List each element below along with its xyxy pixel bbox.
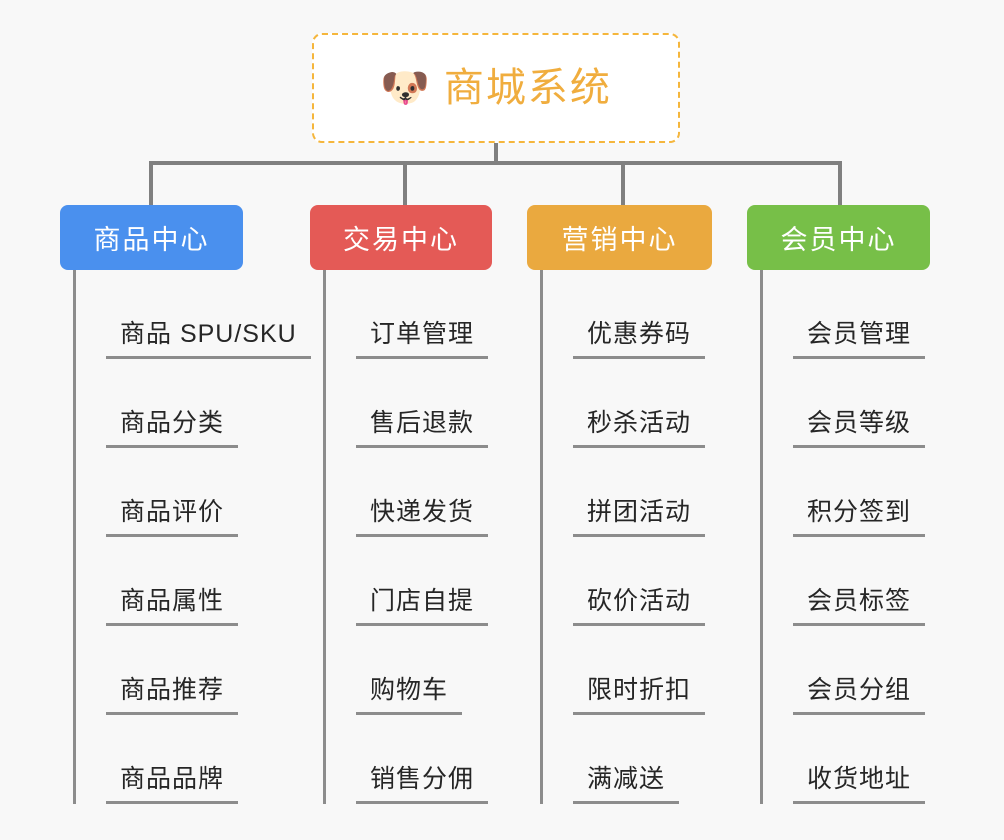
list-item[interactable]: 限时折扣 [543, 626, 712, 715]
list-item[interactable]: 商品属性 [76, 537, 243, 626]
list-item[interactable]: 秒杀活动 [543, 359, 712, 448]
leaf-label: 会员标签 [793, 587, 926, 626]
root-node[interactable]: 🐶 商城系统 [312, 33, 680, 143]
leaf-label: 订单管理 [356, 320, 489, 359]
list-item[interactable]: 售后退款 [326, 359, 492, 448]
list-item[interactable]: 满减送 [543, 715, 712, 804]
shiba-dog-face-icon: 🐶 [380, 66, 430, 110]
branch-header-label: 商品中心 [93, 225, 210, 255]
connector-root-stem [494, 143, 498, 165]
list-item[interactable]: 积分签到 [763, 448, 930, 537]
leaf-label: 商品品牌 [106, 765, 239, 804]
leaf-label: 拼团活动 [573, 498, 706, 537]
connector-horizontal-bus [149, 161, 842, 165]
list-item[interactable]: 拼团活动 [543, 448, 712, 537]
branch-body-product: 商品 SPU/SKU 商品分类 商品评价 商品属性 商品推荐 商品品牌 [73, 270, 311, 804]
branch-column-trade: 交易中心 订单管理 售后退款 快递发货 门店自提 购物车 销售分佣 [310, 205, 492, 804]
branch-header-label: 交易中心 [343, 225, 459, 255]
connector-drop-1 [149, 161, 153, 205]
list-item[interactable]: 销售分佣 [326, 715, 492, 804]
list-item[interactable]: 收货地址 [763, 715, 930, 804]
leaf-label: 会员分组 [793, 676, 926, 715]
branch-column-product: 商品中心 商品 SPU/SKU 商品分类 商品评价 商品属性 商品推荐 商品品牌 [60, 205, 311, 804]
leaf-label: 快递发货 [356, 498, 489, 537]
list-item[interactable]: 会员管理 [763, 270, 930, 359]
leaf-label: 会员管理 [793, 320, 926, 359]
branch-body-trade: 订单管理 售后退款 快递发货 门店自提 购物车 销售分佣 [323, 270, 492, 804]
leaf-label: 商品 SPU/SKU [106, 320, 311, 359]
list-item[interactable]: 订单管理 [326, 270, 492, 359]
leaf-label: 收货地址 [793, 765, 926, 804]
leaf-label: 购物车 [356, 676, 463, 715]
branch-column-member: 会员中心 会员管理 会员等级 积分签到 会员标签 会员分组 收货地址 [747, 205, 930, 804]
leaf-label: 限时折扣 [573, 676, 706, 715]
branch-header-label: 会员中心 [780, 225, 897, 255]
list-item[interactable]: 商品评价 [76, 448, 243, 537]
connector-drop-3 [621, 161, 625, 205]
leaf-label: 商品分类 [106, 409, 239, 448]
branch-header-marketing[interactable]: 营销中心 [527, 205, 712, 270]
branch-header-label: 营销中心 [561, 225, 678, 255]
root-title: 商城系统 [443, 66, 612, 110]
list-item[interactable]: 商品推荐 [76, 626, 243, 715]
leaf-label: 商品推荐 [106, 676, 239, 715]
leaf-label: 商品属性 [106, 587, 239, 626]
leaf-label: 销售分佣 [356, 765, 489, 804]
list-item[interactable]: 会员标签 [763, 537, 930, 626]
branch-column-marketing: 营销中心 优惠券码 秒杀活动 拼团活动 砍价活动 限时折扣 满减送 [527, 205, 712, 804]
list-item[interactable]: 购物车 [326, 626, 492, 715]
connector-drop-2 [403, 161, 407, 205]
list-item[interactable]: 砍价活动 [543, 537, 712, 626]
branch-header-trade[interactable]: 交易中心 [310, 205, 492, 270]
list-item[interactable]: 商品品牌 [76, 715, 243, 804]
branch-body-member: 会员管理 会员等级 积分签到 会员标签 会员分组 收货地址 [760, 270, 930, 804]
leaf-label: 售后退款 [356, 409, 489, 448]
branch-header-member[interactable]: 会员中心 [747, 205, 930, 270]
leaf-label: 秒杀活动 [573, 409, 706, 448]
connector-drop-4 [838, 161, 842, 205]
leaf-label: 积分签到 [793, 498, 926, 537]
list-item[interactable]: 商品 SPU/SKU [76, 270, 311, 359]
list-item[interactable]: 会员分组 [763, 626, 930, 715]
leaf-label: 满减送 [573, 765, 680, 804]
leaf-label: 优惠券码 [573, 320, 706, 359]
leaf-label: 门店自提 [356, 587, 489, 626]
list-item[interactable]: 优惠券码 [543, 270, 712, 359]
list-item[interactable]: 会员等级 [763, 359, 930, 448]
list-item[interactable]: 商品分类 [76, 359, 243, 448]
leaf-label: 商品评价 [106, 498, 239, 537]
branch-header-product[interactable]: 商品中心 [60, 205, 243, 270]
leaf-label: 会员等级 [793, 409, 926, 448]
leaf-label: 砍价活动 [573, 587, 706, 626]
list-item[interactable]: 快递发货 [326, 448, 492, 537]
branch-body-marketing: 优惠券码 秒杀活动 拼团活动 砍价活动 限时折扣 满减送 [540, 270, 712, 804]
list-item[interactable]: 门店自提 [326, 537, 492, 626]
